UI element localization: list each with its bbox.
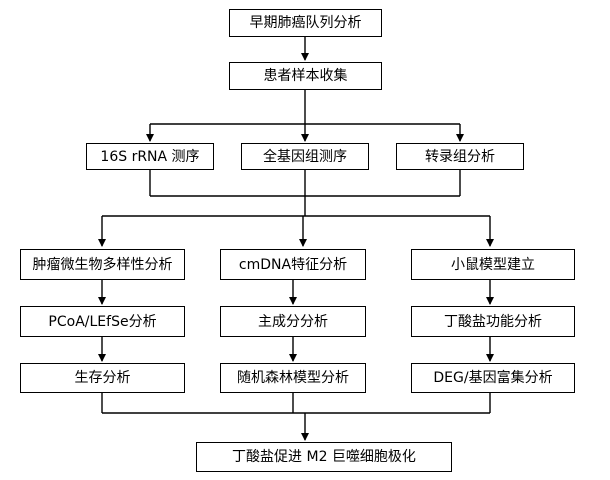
- collection-box: 患者样本收集: [229, 62, 382, 90]
- branch-2-step-1: cmDNA特征分析: [220, 249, 366, 280]
- method-box-transcriptome: 转录组分析: [396, 143, 524, 170]
- branch-3-step-2: 丁酸盐功能分析: [411, 306, 575, 337]
- branch-1-step-3: 生存分析: [20, 363, 185, 393]
- method-box-wgs: 全基因组测序: [241, 143, 369, 170]
- branch-1-step-1: 肿瘤微生物多样性分析: [20, 249, 185, 280]
- branch-3-step-1: 小鼠模型建立: [411, 249, 575, 280]
- conclusion-box: 丁酸盐促进 M2 巨噬细胞极化: [196, 442, 452, 472]
- branch-3-step-3: DEG/基因富集分析: [411, 363, 575, 393]
- branch-2-step-3: 随机森林模型分析: [220, 363, 366, 393]
- branch-1-step-2: PCoA/LEfSe分析: [20, 306, 185, 337]
- branch-2-step-2: 主成分分析: [220, 306, 366, 337]
- method-box-16s: 16S rRNA 测序: [86, 143, 214, 170]
- cohort-box: 早期肺癌队列分析: [229, 9, 382, 37]
